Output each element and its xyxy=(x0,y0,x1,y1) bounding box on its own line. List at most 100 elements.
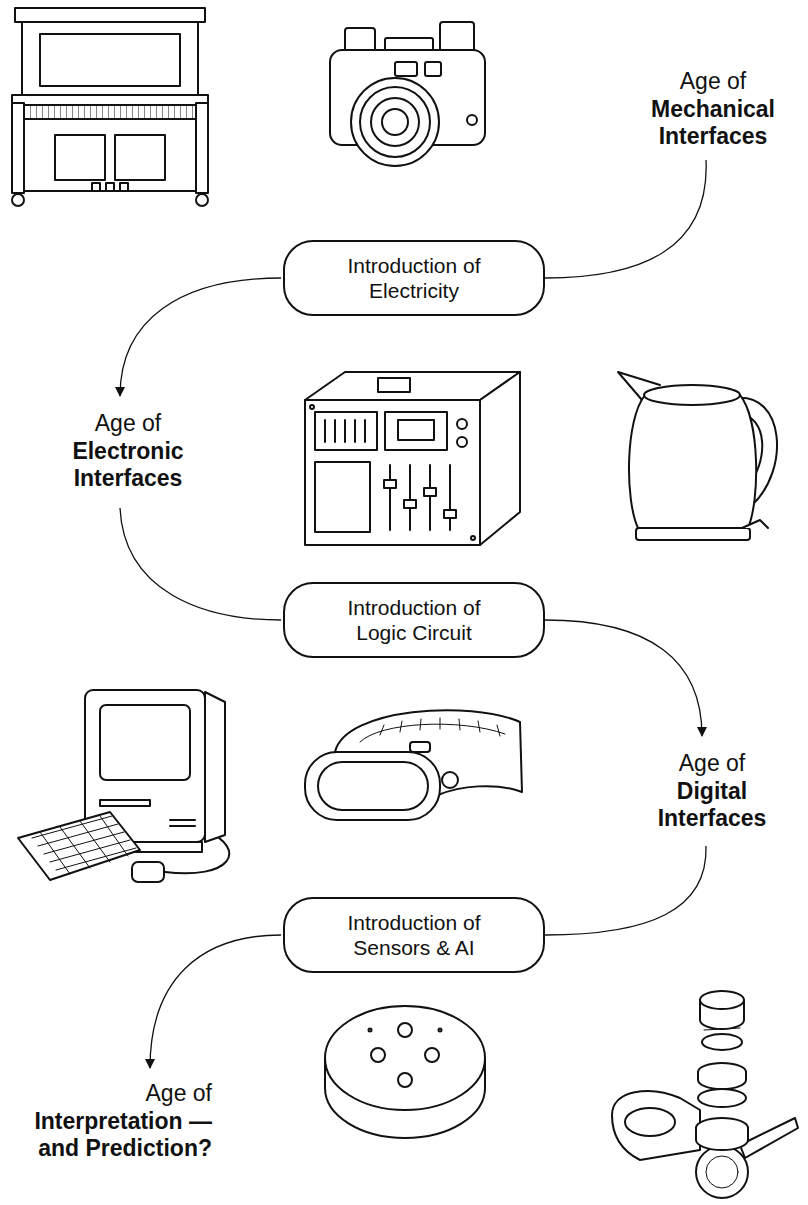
piano-drawing xyxy=(12,8,208,206)
drawing-part xyxy=(442,772,458,788)
kettle-drawing xyxy=(618,372,777,540)
drawing-part xyxy=(457,419,467,429)
drawing-part xyxy=(15,8,205,22)
drawing-part xyxy=(696,1128,748,1150)
drawing-part xyxy=(12,194,24,206)
drawing-part xyxy=(196,194,208,206)
drawing-part xyxy=(644,385,740,405)
drawing-part xyxy=(345,28,375,52)
drawing-part xyxy=(40,34,180,86)
drawing-part xyxy=(92,183,100,191)
drawing-part xyxy=(696,1146,748,1198)
drawing-part xyxy=(344,420,346,442)
flow-curve xyxy=(545,620,702,736)
drawing-part xyxy=(439,1029,442,1032)
drawing-part xyxy=(440,22,474,52)
drawing-part xyxy=(305,752,440,820)
drawing-part xyxy=(22,119,198,191)
drawing-part xyxy=(398,1073,412,1087)
drawing-part xyxy=(354,420,356,442)
drawing-part xyxy=(429,465,431,530)
drawing-part xyxy=(334,420,336,442)
drawing-part xyxy=(449,465,451,530)
drawing-part xyxy=(629,395,756,528)
vr-headset-drawing xyxy=(305,710,522,820)
drawing-part xyxy=(12,95,208,105)
drawing-part xyxy=(704,1028,740,1030)
drawing-part xyxy=(425,1048,439,1062)
drawing-part xyxy=(22,22,198,96)
era-prefix: Age of xyxy=(12,1080,212,1108)
drawing-part xyxy=(170,825,195,827)
drawing-part xyxy=(467,115,477,125)
cassette-deck-drawing xyxy=(305,372,520,545)
drawing-part xyxy=(636,528,750,540)
flow-curve xyxy=(545,846,706,935)
drawing-part xyxy=(398,1023,412,1037)
drawing-part xyxy=(409,465,411,530)
flow-curve xyxy=(150,935,281,1068)
drawing-part xyxy=(325,1006,485,1110)
drawing-part xyxy=(196,103,208,193)
drawing-part xyxy=(100,705,190,780)
drawing-part xyxy=(132,862,164,882)
computer-drawing xyxy=(18,690,229,882)
drawing-part xyxy=(457,437,467,447)
drawing-part xyxy=(360,724,505,742)
era-heading: Age ofInterpretation — and Prediction? xyxy=(12,1080,212,1163)
flow-curve xyxy=(545,160,706,278)
drawing-part xyxy=(364,420,366,442)
drawing-part xyxy=(625,1108,675,1136)
drawing-part xyxy=(18,812,140,880)
drawing-part xyxy=(170,819,195,821)
era-heading: Age ofElectronic Interfaces xyxy=(18,410,238,493)
drawing-part xyxy=(612,1091,700,1160)
stage-label: Introduction of Sensors & AI xyxy=(325,910,503,960)
drawing-part xyxy=(351,78,439,166)
drawing-part xyxy=(480,372,520,545)
drawing-part xyxy=(471,536,475,540)
stage-label: Introduction of Logic Circuit xyxy=(325,595,503,645)
drawing-part xyxy=(100,800,150,806)
era-name: Interpretation — and Prediction? xyxy=(12,1108,212,1163)
drawing-part xyxy=(120,183,128,191)
era-heading: Age ofMechanical Interfaces xyxy=(603,68,808,151)
camera-drawing xyxy=(330,22,485,166)
drawing-part xyxy=(384,480,396,488)
era-name: Electronic Interfaces xyxy=(53,438,203,493)
drawing-part xyxy=(444,510,456,518)
drawing-part xyxy=(310,405,314,409)
era-name: Digital Interfaces xyxy=(637,778,787,833)
era-prefix: Age of xyxy=(602,750,808,778)
drawing-part xyxy=(700,991,744,1009)
sensor-drawing xyxy=(612,991,798,1198)
drawing-part xyxy=(395,62,417,76)
drawing-part xyxy=(40,816,128,874)
era-name: Mechanical Interfaces xyxy=(638,96,788,151)
drawing-part xyxy=(120,160,706,1068)
drawing-part xyxy=(371,1048,385,1062)
drawing-part xyxy=(424,488,436,496)
flow-curve xyxy=(120,508,281,620)
drawing-part xyxy=(742,520,768,528)
drawing-part xyxy=(389,465,391,530)
drawing-part xyxy=(410,742,430,752)
drawing-part xyxy=(706,1156,738,1188)
drawing-part xyxy=(698,1072,746,1089)
drawing-part xyxy=(115,135,165,180)
era-prefix: Age of xyxy=(603,68,808,96)
stage-box: Introduction of Electricity xyxy=(283,240,545,316)
era-prefix: Age of xyxy=(18,410,238,438)
era-heading: Age ofDigital Interfaces xyxy=(602,750,808,833)
drawing-part xyxy=(55,135,105,180)
stage-box: Introduction of Logic Circuit xyxy=(283,582,545,658)
drawing-part xyxy=(205,692,225,842)
drawing-part xyxy=(369,1029,372,1032)
drawing-part xyxy=(315,462,370,532)
drawing-part xyxy=(12,8,798,1198)
stage-box: Introduction of Sensors & AI xyxy=(283,897,545,973)
drawing-part xyxy=(315,412,377,450)
drawing-part xyxy=(702,1034,742,1050)
stage-label: Introduction of Electricity xyxy=(325,253,503,303)
drawing-part xyxy=(371,98,419,146)
